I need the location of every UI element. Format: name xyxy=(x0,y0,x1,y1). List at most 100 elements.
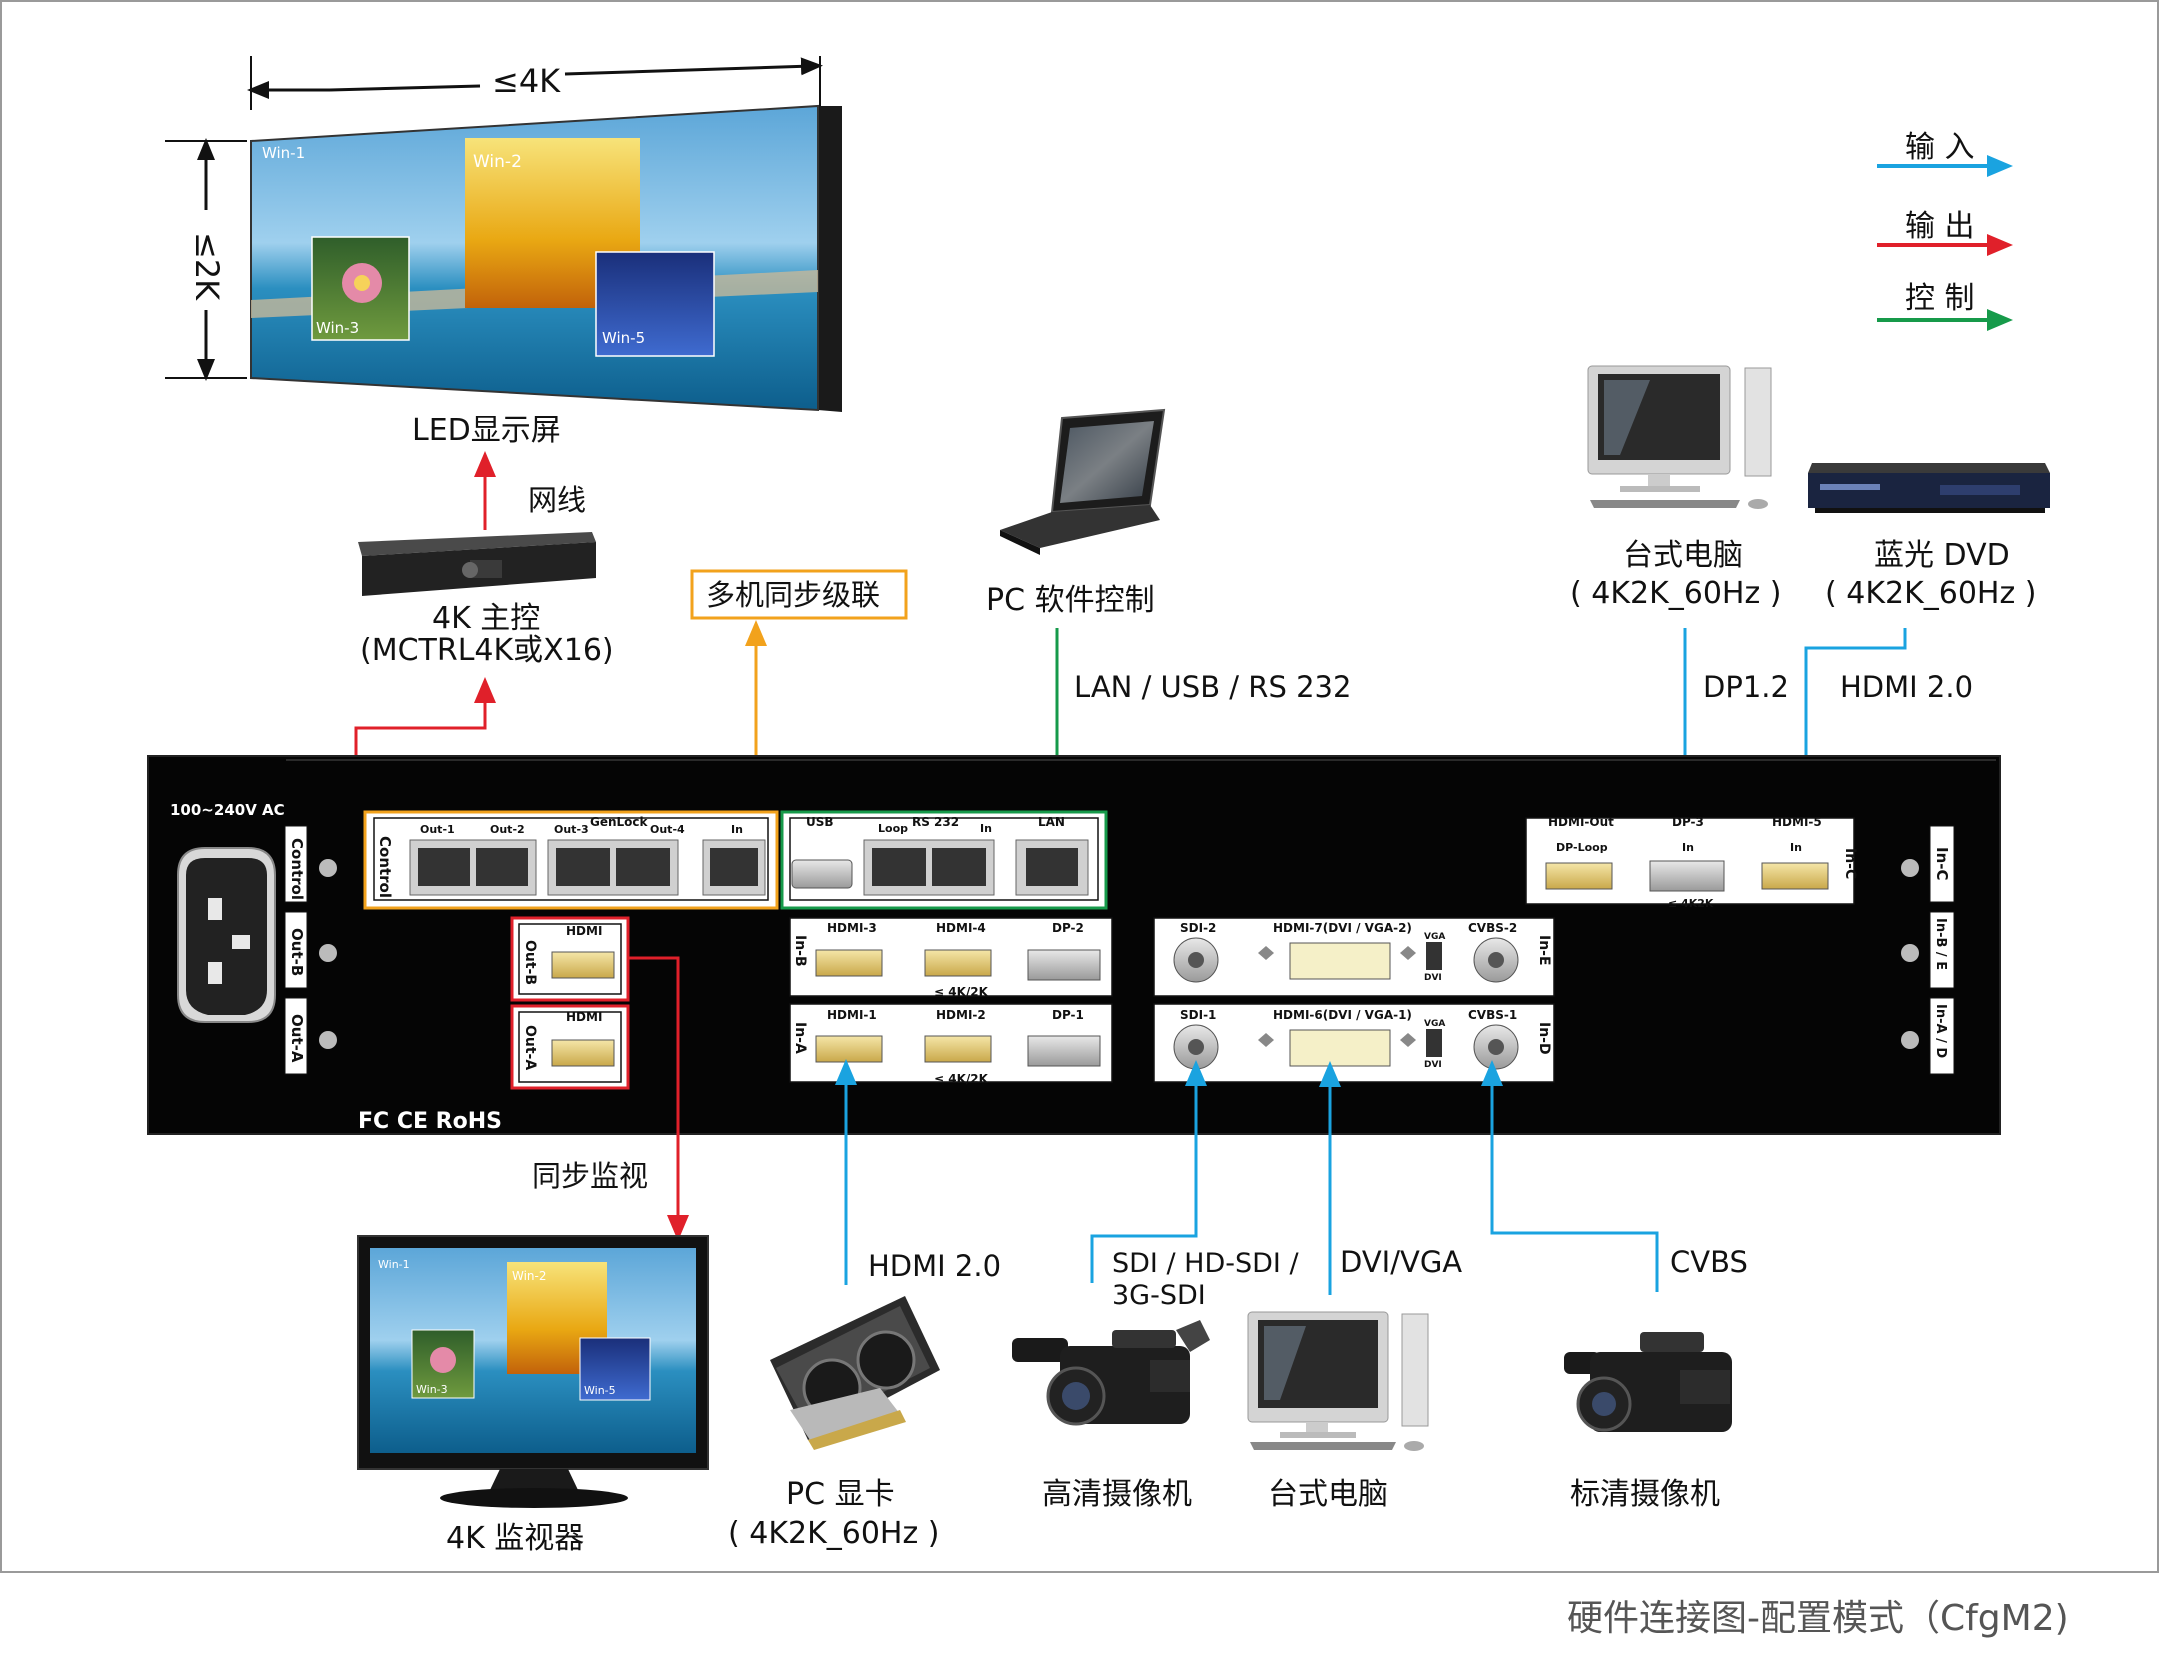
bottom-source-3-link: DVI/VGA xyxy=(1340,1245,1462,1279)
side-left-outb: Out-B xyxy=(288,928,306,976)
in-c-sub1: DP-Loop xyxy=(1556,841,1608,854)
rs232-port-icons xyxy=(863,839,995,896)
in-e-port1: SDI-2 xyxy=(1180,921,1216,935)
usb-port-icon xyxy=(791,859,853,889)
desktop-pc-icon-top xyxy=(1587,365,1772,509)
in-a-note: ≤ 4K/2K xyxy=(934,1072,989,1086)
rj-out1: Out-1 xyxy=(420,823,455,836)
controller-device xyxy=(358,532,596,596)
in-c-port3: HDMI-5 xyxy=(1772,815,1822,829)
in-c-port2: DP-3 xyxy=(1672,815,1704,829)
lan-label: LAN xyxy=(1038,815,1065,829)
bottom-source-2-link-b: 3G-SDI xyxy=(1112,1280,1206,1311)
top-source-2-arrow xyxy=(1795,628,1907,815)
in-c-sub3: In xyxy=(1790,841,1802,854)
monitor-caption: 4K 监视器 xyxy=(446,1521,584,1556)
in-e-port2: HDMI-7(DVI / VGA-2) xyxy=(1273,921,1412,935)
in-c-note: ≤ 4K2K xyxy=(1668,897,1714,910)
out-b-tag: Out-B xyxy=(522,940,538,985)
side-right-inc: In-C xyxy=(1933,847,1951,881)
rs232-label: RS 232 xyxy=(912,815,959,829)
out-b-port-label: HDMI xyxy=(566,924,602,938)
legend-control-label: 控 制 xyxy=(1905,281,1975,316)
in-a-port3: DP-1 xyxy=(1052,1008,1084,1022)
side-right-inbe: In-B / E xyxy=(1933,918,1948,970)
cable-label: 网线 xyxy=(528,483,586,517)
led-height-label: ≤2K xyxy=(188,232,226,301)
rj-in: In xyxy=(731,823,743,836)
led-width-label: ≤4K xyxy=(492,62,561,100)
top-source-1-name: 台式电脑 xyxy=(1623,538,1743,573)
led-screen: ≤4K ≤2K Win-1 Win-2 Win-3 Win-5 LED显示屏 xyxy=(165,56,842,448)
usb-label: USB xyxy=(806,815,834,829)
in-b-port2: HDMI-4 xyxy=(936,921,986,935)
in-d-port2: HDMI-6(DVI / VGA-1) xyxy=(1273,1008,1412,1022)
bottom-source-2-link-a: SDI / HD-SDI / xyxy=(1112,1248,1299,1279)
in-d-tag: In-D xyxy=(1536,1022,1552,1055)
led-win1: Win-1 xyxy=(262,144,305,162)
monitor-win1: Win-1 xyxy=(378,1258,410,1271)
rj45-port-icons xyxy=(409,839,766,896)
graphics-card-icon xyxy=(770,1296,940,1450)
rj-out4: Out-4 xyxy=(650,823,685,836)
bottom-source-4-name: 标清摄像机 xyxy=(1570,1477,1720,1512)
in-b-tag: In-B xyxy=(792,935,808,967)
in-c-port1: HDMI-Out xyxy=(1548,815,1614,829)
in-d-vga: VGA xyxy=(1424,1019,1445,1029)
out-a-tag: Out-A xyxy=(522,1025,538,1070)
in-e-port3: CVBS-2 xyxy=(1468,921,1517,935)
led-win2: Win-2 xyxy=(473,152,522,172)
in-e-vga: VGA xyxy=(1424,932,1445,942)
pc-control-caption: PC 软件控制 xyxy=(986,583,1155,618)
side-left-control: Control xyxy=(288,838,306,900)
monitor-win2: Win-2 xyxy=(512,1269,547,1283)
rs-in-label: In xyxy=(980,822,992,835)
monitor-4k: Win-1 Win-2 Win-3 Win-5 xyxy=(357,1235,709,1508)
cert-logos: FC CE RoHS xyxy=(358,1109,502,1134)
in-c-tag: In-C xyxy=(1842,848,1858,879)
control-panel-label: Control xyxy=(376,836,394,898)
in-b-port3: DP-2 xyxy=(1052,921,1084,935)
in-d-port3: CVBS-1 xyxy=(1468,1008,1517,1022)
power-socket-icon xyxy=(177,847,276,1023)
side-left-outa: Out-A xyxy=(288,1014,306,1063)
in-d-port1: SDI-1 xyxy=(1180,1008,1216,1022)
in-a-port1: HDMI-1 xyxy=(827,1008,877,1022)
controller-model: (MCTRL4K或X16) xyxy=(360,633,614,668)
in-d-dvi: DVI xyxy=(1424,1060,1442,1070)
bottom-source-1-name: PC 显卡 xyxy=(786,1477,895,1512)
pc-control-link: LAN / USB / RS 232 xyxy=(1074,670,1351,704)
bottom-source-1-link: HDMI 2.0 xyxy=(868,1249,1001,1283)
footer-caption: 硬件连接图-配置模式（CfgM2) xyxy=(1567,1598,2069,1639)
power-label: 100~240V AC xyxy=(170,801,285,819)
lan-port-icon xyxy=(1015,839,1089,896)
loop-label: Loop xyxy=(878,822,908,835)
out-a-hdmi-icon xyxy=(551,1039,615,1067)
cascade-box xyxy=(690,569,908,620)
bottom-source-2-name: 高清摄像机 xyxy=(1042,1477,1192,1512)
bottom-source-2-arrow xyxy=(1090,1060,1207,1283)
bluray-player-icon xyxy=(1808,463,2050,513)
bottom-source-1-spec: ( 4K2K_60Hz ) xyxy=(728,1516,939,1551)
legend: 输 入 输 出 控 制 xyxy=(1877,130,2013,331)
in-a-tag: In-A xyxy=(792,1022,808,1054)
top-source-1-link: DP1.2 xyxy=(1703,670,1789,704)
monitor-win5: Win-5 xyxy=(584,1384,616,1397)
in-c-sub2: In xyxy=(1682,841,1694,854)
desktop-pc-icon-bottom xyxy=(1247,1311,1429,1451)
cascade-label: 多机同步级联 xyxy=(706,578,880,612)
led-win5-image xyxy=(595,251,715,357)
side-tab-control xyxy=(284,825,308,903)
top-source-2-spec: ( 4K2K_60Hz ) xyxy=(1825,576,2036,611)
led-win5: Win-5 xyxy=(602,329,645,347)
rj-out2: Out-2 xyxy=(490,823,525,836)
top-source-2-link: HDMI 2.0 xyxy=(1840,670,1973,704)
bottom-source-4-arrow xyxy=(1481,1060,1659,1292)
genlock-label: GenLock xyxy=(590,815,649,829)
led-win3: Win-3 xyxy=(316,319,359,337)
sync-monitor-label: 同步监视 xyxy=(532,1159,648,1193)
outb-to-monitor-arrow xyxy=(628,956,689,1241)
legend-input-label: 输 入 xyxy=(1905,130,1975,165)
controller-title: 4K 主控 xyxy=(432,601,540,636)
